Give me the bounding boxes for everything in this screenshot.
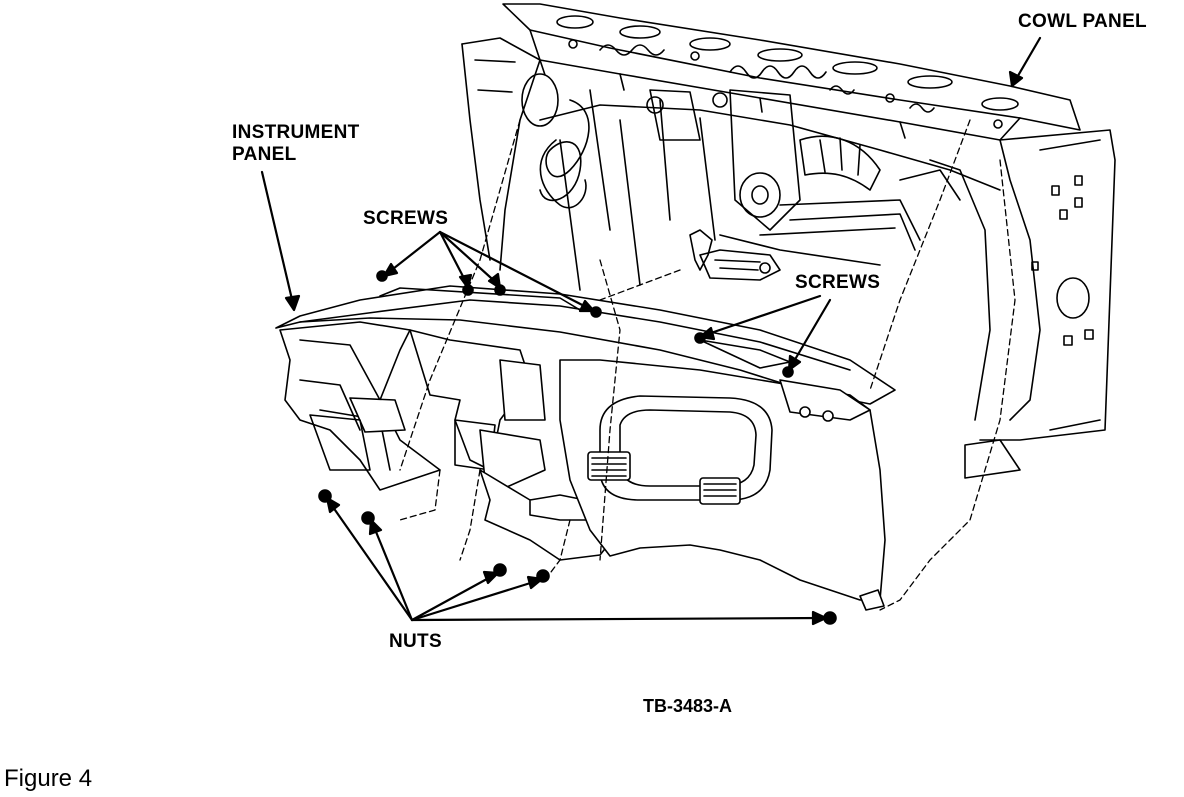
alignment-dash-lines [400,120,1015,610]
screws-right-label: SCREWS [795,272,881,293]
screws-left-label: SCREWS [363,208,449,229]
cowl-panel-label: COWL PANEL [1018,11,1147,32]
instrument-panel-label: INSTRUMENT PANEL [232,122,360,167]
leader-arrows [262,38,1040,624]
instrument-panel-drawing [276,286,895,610]
figure-caption: Figure 4 [4,765,93,792]
nuts-label: NUTS [389,631,442,652]
instrument-panel-label-line2: PANEL [232,144,297,166]
instrument-panel-label-line1: INSTRUMENT [232,122,360,143]
cowl-panel-drawing [462,4,1115,478]
drawing-code-label: TB-3483-A [643,696,733,716]
